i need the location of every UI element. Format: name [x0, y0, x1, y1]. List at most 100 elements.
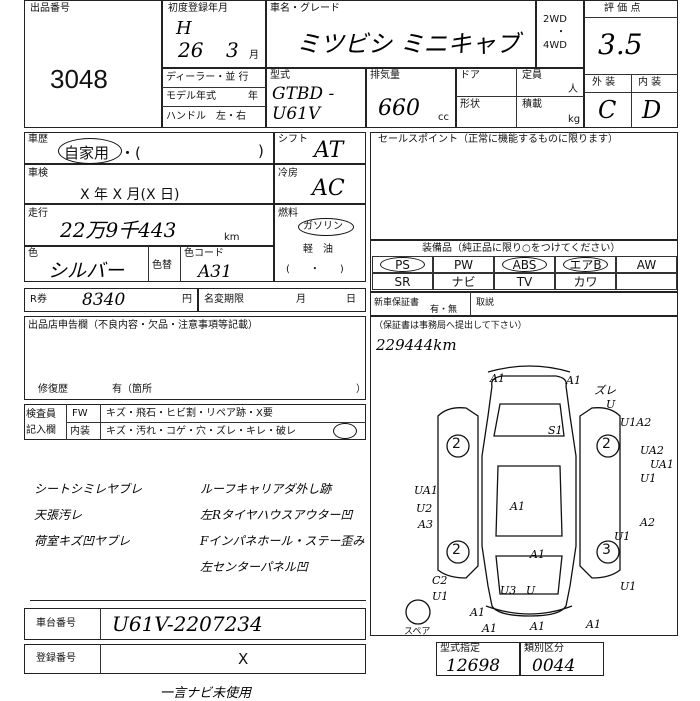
damage-mark: U1	[620, 580, 637, 593]
exterior-label: 外 装	[592, 77, 616, 88]
mileage-unit: km	[224, 232, 240, 243]
damage-mark: U1	[640, 472, 657, 485]
history-value: 自家用	[64, 144, 110, 162]
equipment-circle-mark	[502, 257, 547, 272]
displacement-value: 660	[378, 96, 420, 121]
remark-line: Fインパネホール・ステー歪み	[200, 534, 365, 548]
aircon-box	[274, 164, 366, 204]
inspection-box	[24, 164, 274, 204]
type-box	[266, 68, 366, 128]
dealer-label: ディーラー・並 行	[166, 72, 249, 83]
displacement-box	[366, 68, 456, 128]
repair-value: 有（箇所	[112, 384, 152, 395]
damage-mark: A1	[530, 548, 545, 561]
damage-mark: U1A2	[620, 416, 652, 429]
damage-mark: A1	[586, 618, 601, 631]
grade-value: 3.5	[598, 28, 643, 61]
warranty-value: 有・無	[430, 305, 458, 315]
color-box	[24, 246, 274, 282]
recycle-label: R券	[30, 294, 47, 305]
damage-mark: A1	[470, 606, 485, 619]
damage-mark: U1	[614, 530, 631, 543]
damage-mark: UA1	[650, 458, 674, 471]
damage-mark: U1	[432, 590, 449, 603]
equipment-item: TV	[494, 273, 555, 290]
recycle-box	[24, 288, 198, 312]
displacement-unit: cc	[438, 112, 449, 123]
fuel-label: 燃料	[278, 208, 298, 219]
first-reg-box	[162, 0, 266, 68]
year-value: 26	[178, 38, 204, 62]
tire-rear-right	[596, 540, 620, 564]
color-swap-label: 色替	[152, 260, 172, 271]
odometer-note: 229444km	[376, 336, 457, 354]
manual-label: 取説	[476, 298, 495, 308]
drive-4wd: 4WD	[543, 40, 567, 51]
month-num-value: 3	[226, 38, 239, 62]
inspector-label-1: 検査員	[26, 409, 56, 420]
fw-items: キズ・飛石・ヒビ割・リペア跡・X要	[106, 408, 273, 419]
equipment-circle-mark	[563, 257, 608, 272]
tire-front-left	[446, 434, 470, 458]
reg-value: X	[238, 650, 249, 668]
interior-value: D	[642, 96, 662, 124]
repair-close: ）	[356, 384, 366, 395]
reg-box	[24, 644, 366, 674]
mileage-box	[24, 204, 274, 246]
damage-mark: A1	[490, 372, 505, 385]
door-label: ドア	[460, 70, 480, 81]
damage-mark: UA1	[414, 484, 438, 497]
damage-mark: A1	[566, 374, 581, 387]
spare-tire	[405, 599, 431, 625]
inspection-label: 車検	[28, 168, 48, 179]
chassis-value: U61V-2207234	[112, 612, 263, 636]
equipment-item	[616, 273, 677, 290]
category-value: 0044	[532, 656, 576, 676]
color-label: 色	[28, 248, 38, 259]
model-year-label: モデル年式	[166, 91, 216, 102]
drive-box	[536, 0, 584, 68]
fuel-diesel: 軽 油	[303, 244, 333, 255]
color-code-value: A31	[198, 262, 232, 282]
fuel-gas: ガソリン	[303, 221, 343, 232]
model-year-unit: 年	[248, 91, 258, 102]
mileage-value: 22万9千443	[60, 218, 177, 242]
shift-box	[274, 132, 366, 164]
aircon-label: 冷房	[278, 168, 298, 179]
tire-front-right	[596, 434, 620, 458]
type-value: GTBD - U61V	[272, 84, 335, 124]
mileage-label: 走行	[28, 208, 48, 219]
remark-line: ルーフキャリアダ外し跡	[200, 482, 332, 496]
recycle-value: 8340	[82, 290, 126, 310]
inspection-value: X 年 X 月(X 日)	[80, 187, 180, 203]
tire-grade: 2	[452, 542, 461, 558]
seller-notes-label: 出品店申告欄（不良内容・欠品・注意事項等記載）	[28, 320, 258, 331]
door-box	[456, 68, 584, 128]
remark-line: 左センターパネル凹	[200, 560, 308, 574]
model-code-value: 12698	[446, 656, 501, 676]
interior-label: 内 装	[638, 77, 662, 88]
recycle-unit: 円	[182, 294, 192, 305]
remark-line: 左Rタイヤハウスアウター凹	[200, 508, 353, 522]
aircon-value: AC	[312, 176, 345, 201]
tire-grade: 2	[602, 436, 611, 452]
fuel-paren: ( ・ )	[286, 264, 344, 275]
category-label: 類別区分	[524, 643, 564, 654]
equipment-item: SR	[372, 273, 433, 290]
extra-note: 一言ナビ未使用	[160, 686, 252, 701]
category-box	[520, 642, 604, 676]
model-name-value: ミツビシ ミニキャブ	[296, 30, 520, 58]
sales-point-title: セールスポイント（正常に機能するものに限ります）	[378, 134, 618, 145]
equipment-title: 装備品（純正品に限り○をつけてください）	[422, 243, 621, 254]
damage-mark: A2	[640, 516, 655, 529]
lot-number-box	[24, 0, 162, 128]
damage-mark: U3	[500, 584, 517, 597]
sales-point-box	[370, 132, 678, 240]
equipment-item: カワ	[555, 273, 616, 290]
model-code-label: 型式指定	[440, 643, 480, 654]
dealer-box	[162, 68, 266, 128]
first-reg-label: 初度登録年月	[168, 3, 228, 14]
grade-label: 評 価 点	[604, 3, 641, 14]
lot-label: 出品番号	[30, 3, 70, 14]
